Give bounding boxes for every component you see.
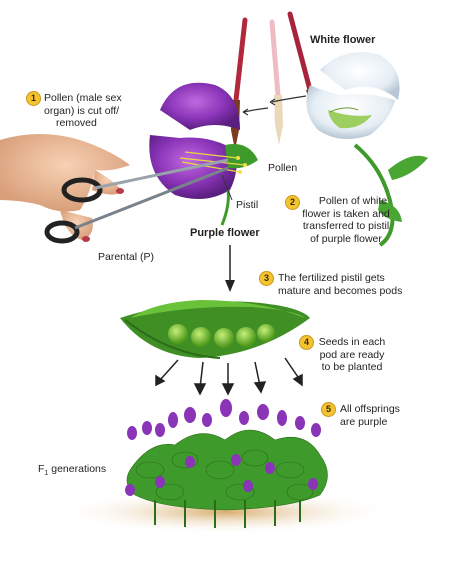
purple-flower-label: Purple flower <box>190 227 260 239</box>
step-1-line: organ) is cut off/ <box>44 104 120 117</box>
step-1-line: Pollen (male sex <box>44 92 122 104</box>
seed <box>257 324 275 342</box>
seed <box>168 324 188 344</box>
f1-suffix: generations <box>48 463 107 475</box>
step-2-line: Pollen of white <box>318 195 388 207</box>
pea-pod <box>120 300 310 359</box>
step-5-badge: 5 <box>321 402 336 417</box>
step-4-badge: 4 <box>299 335 314 350</box>
pistil-label: Pistil <box>236 199 259 211</box>
seed <box>214 328 234 348</box>
step-5-text: All offsprings are purple <box>340 403 400 428</box>
planting-arrows <box>155 357 303 396</box>
hand-with-scissors <box>0 134 229 244</box>
white-flower <box>306 52 428 247</box>
step-3-text: The fertilized pistil gets mature and be… <box>278 272 402 297</box>
f1-generations-label: F1 generations <box>38 463 106 481</box>
seed <box>236 327 256 347</box>
white-flower-label: White flower <box>310 34 376 46</box>
step-2-line: of purple flower <box>310 232 382 245</box>
step-2-line: transferred to pistil <box>302 220 390 232</box>
step-3-line: The fertilized pistil gets <box>278 272 385 284</box>
step-4-line: to be planted <box>321 361 383 373</box>
pistil-pointer <box>221 174 233 201</box>
pollen-label: Pollen <box>268 162 298 174</box>
step-2-line: flower is taken and <box>302 207 390 220</box>
step-3-line: mature and becomes pods <box>278 284 403 297</box>
paint-brushes <box>231 11 322 150</box>
step-4-line: pod are ready <box>319 348 385 361</box>
step-1-text: Pollen (male sex organ) is cut off/ remo… <box>44 92 122 130</box>
step-2-badge: 2 <box>285 195 300 210</box>
brush-arrows <box>242 95 307 116</box>
step-5-line: All offsprings <box>340 403 400 415</box>
step-2-text: Pollen of white flower is taken and tran… <box>290 195 402 245</box>
parental-label: Parental (P) <box>98 251 155 263</box>
f1-subscript: 1 <box>44 470 49 478</box>
seed <box>191 327 211 347</box>
step-3-badge: 3 <box>259 271 274 286</box>
step-1-badge: 1 <box>26 91 41 106</box>
offspring-plants <box>55 399 395 534</box>
step-5-line: are purple <box>340 415 388 428</box>
step-1-line: removed <box>56 117 97 129</box>
f1-prefix: F <box>38 463 45 475</box>
step-4-line: Seeds in each <box>318 336 386 348</box>
flow-arrow-down <box>225 245 235 292</box>
step-4-text: Seeds in each pod are ready to be plante… <box>312 336 392 374</box>
